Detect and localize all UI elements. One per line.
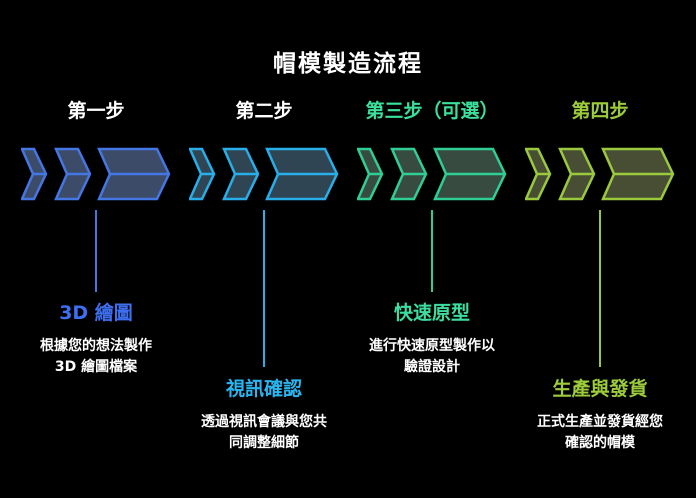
- description-line: 驗證設計: [404, 359, 460, 375]
- step-2-header: 第二步: [235, 100, 293, 122]
- step-column-2: 第二步 視訊確認 透過視訊會議與您共 同調整細節: [180, 0, 348, 498]
- connector-line: [599, 210, 601, 367]
- chevron-arrow-icon: [357, 147, 507, 201]
- step-column-4: 第四步 生產與發貨 正式生產並發貨經您 確認的帽模: [516, 0, 684, 498]
- step-1-description: 根據您的想法製作 3D 繪圖檔案: [6, 336, 186, 378]
- chevron-arrow-icon: [525, 147, 675, 201]
- step-4-label: 生產與發貨: [552, 378, 648, 400]
- step-3-description: 進行快速原型製作以 驗證設計: [342, 336, 522, 378]
- step-column-1: 第一步 3D 繪圖 根據您的想法製作 3D 繪圖檔案: [12, 0, 180, 498]
- step-3-label: 快速原型: [393, 302, 470, 324]
- chevron-arrow-icon: [21, 147, 171, 201]
- connector-line: [95, 210, 97, 292]
- step-2-description: 透過視訊會議與您共 同調整細節: [174, 412, 354, 454]
- step-1-header: 第一步: [67, 100, 125, 122]
- page-title: 帽模製造流程: [273, 51, 423, 77]
- chevron-arrow-icon: [189, 147, 339, 201]
- step-2-label: 視訊確認: [225, 378, 302, 400]
- step-3-header: 第三步（可選）: [365, 100, 499, 122]
- step-4-description: 正式生產並發貨經您 確認的帽模: [510, 412, 690, 454]
- description-line: 確認的帽模: [565, 435, 635, 451]
- step-1-label: 3D 繪圖: [59, 302, 133, 324]
- connector-line: [431, 210, 433, 292]
- connector-line: [263, 210, 265, 367]
- description-line: 3D 繪圖檔案: [54, 359, 138, 375]
- description-line: 正式生產並發貨經您: [537, 414, 663, 430]
- description-line: 根據您的想法製作: [40, 338, 152, 354]
- description-line: 進行快速原型製作以: [369, 338, 495, 354]
- description-line: 同調整細節: [229, 435, 299, 451]
- description-line: 透過視訊會議與您共: [201, 414, 327, 430]
- step-column-3: 第三步（可選） 快速原型 進行快速原型製作以 驗證設計: [348, 0, 516, 498]
- step-4-header: 第四步: [571, 100, 629, 122]
